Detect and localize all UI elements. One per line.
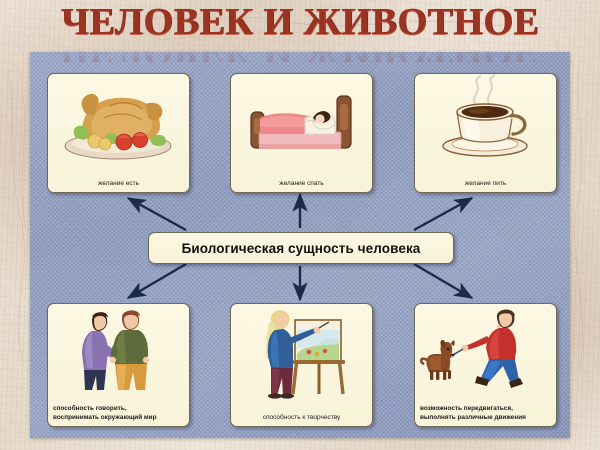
center-concept-box[interactable]: Биологическая сущность человека (148, 232, 454, 264)
card-caption-sleep: желание спать (279, 179, 324, 187)
card-create[interactable]: способность к творчеству (230, 303, 373, 427)
card-move[interactable]: возможность передвигаться, выполнять раз… (414, 303, 557, 427)
person-walking-dog-icon (415, 304, 556, 405)
coffee-cup-icon (415, 74, 556, 180)
card-caption-move-line1: возможность передвигаться, (420, 405, 513, 413)
page-title: ЧЕЛОВЕК И ЖИВОТНОЕ (60, 1, 540, 43)
card-caption-create: способность к творчеству (262, 413, 341, 421)
arrow-to-speak (126, 262, 187, 300)
card-caption-speak-line1: способность говорить, (53, 405, 127, 413)
card-eat[interactable]: желание есть (47, 73, 190, 193)
arrow-to-move (413, 262, 474, 300)
card-sleep[interactable]: желание спать (230, 73, 373, 193)
card-caption-drink: желание пить (464, 179, 507, 187)
card-speak[interactable]: способность говорить, воспринимать окруж… (47, 303, 190, 427)
card-caption-move-line2: выполнять различные движения (420, 413, 526, 421)
roast-chicken-platter-icon (48, 74, 189, 180)
card-drink[interactable]: желание пить (414, 73, 557, 193)
arrow-connectors (126, 192, 474, 302)
person-sleeping-in-bed-icon (231, 74, 372, 180)
center-concept-label: Биологическая сущность человека (181, 240, 421, 256)
card-caption-eat: желание есть (97, 179, 140, 187)
slide-title-block: ЧЕЛОВЕК И ЖИВОТНОЕ ЧЕЛОВЕК И ЖИВОТНОЕ (0, 1, 600, 62)
two-people-talking-icon (48, 304, 189, 405)
arrow-to-drink (413, 196, 474, 232)
painter-at-easel-icon (231, 304, 372, 414)
card-caption-speak-line2: воспринимать окружающий мир (53, 413, 157, 421)
arrow-to-eat (126, 196, 187, 232)
page-title-reflection: ЧЕЛОВЕК И ЖИВОТНОЕ (0, 42, 600, 62)
